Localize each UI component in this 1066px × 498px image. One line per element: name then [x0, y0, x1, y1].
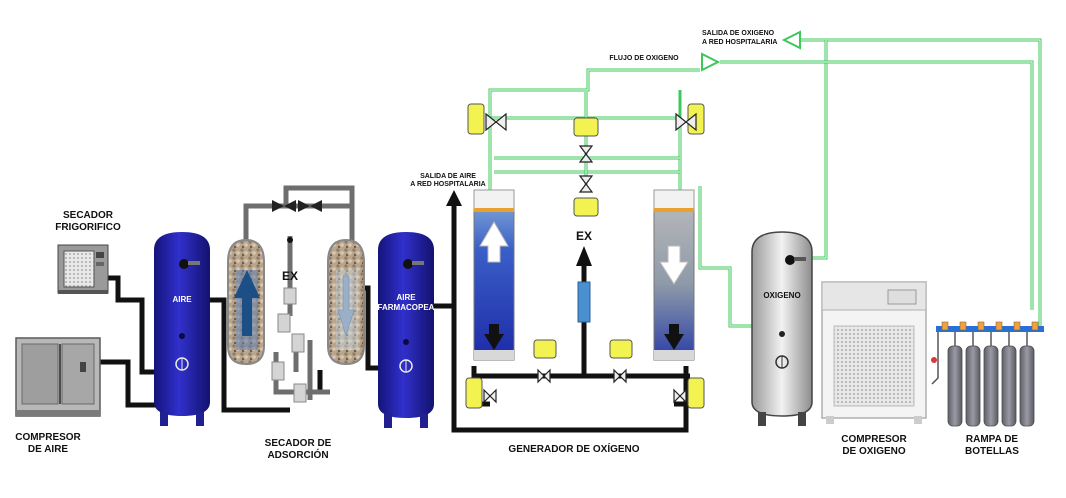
label-generador: GENERADOR DE OXÍGENO — [508, 442, 639, 455]
label-salida-oxigeno-1: SALIDA DE OXIGENO — [702, 30, 775, 37]
air-outlet-arrow — [446, 190, 462, 206]
oxygen-flow-arrow — [701, 52, 721, 72]
label-salida-aire-1: SALIDA DE AIRE — [420, 173, 476, 180]
refrigeration-dryer — [57, 244, 109, 294]
pharmacopoeia-air-tank — [378, 232, 434, 428]
bottle-ramp — [931, 321, 1044, 427]
dryer-up-arrow — [234, 270, 260, 336]
generator-exhaust-arrow — [576, 246, 592, 266]
label-tank-aire: AIRE — [172, 295, 192, 304]
label-secador-adsorcion-2: ADSORCIÓN — [267, 448, 328, 461]
label-secador-frigorifico-1: SECADOR — [63, 210, 114, 221]
label-secador-adsorcion-1: SECADOR DE — [265, 438, 332, 449]
label-compresor-aire-2: DE AIRE — [28, 444, 69, 455]
oxygen-compressor — [821, 281, 927, 424]
adsorption-dryer — [227, 200, 365, 403]
label-tank-oxigeno: OXIGENO — [763, 291, 800, 300]
label-ex-dryer: EX — [282, 269, 298, 283]
generator-up-arrow — [479, 221, 509, 263]
generator-left-down-arrow — [484, 324, 504, 350]
label-tank-farmacopea-1: AIRE — [396, 293, 416, 302]
label-compresor-aire-1: COMPRESOR — [15, 432, 81, 443]
label-salida-aire-2: A RED HOSPITALARIA — [410, 181, 485, 188]
oxygen-outlet-arrow — [781, 30, 801, 50]
air-receiver-tank — [154, 232, 210, 426]
dryer-exhaust-dot — [287, 237, 293, 243]
dryer-down-arrow — [337, 275, 355, 337]
generator-right-small-arrow — [664, 324, 684, 350]
label-rampa-1: RAMPA DE — [966, 434, 1019, 445]
label-flujo-oxigeno: FLUJO DE OXIGENO — [609, 55, 679, 62]
exhaust-silencer — [577, 281, 591, 323]
oxygen-generator — [473, 189, 695, 361]
label-ex-generator: EX — [576, 229, 592, 243]
label-compresor-oxigeno-1: COMPRESOR — [841, 434, 907, 445]
label-salida-oxigeno-2: A RED HOSPITALARIA — [702, 39, 777, 46]
label-rampa-2: BOTELLAS — [965, 446, 1019, 457]
valve-bodies — [483, 112, 697, 404]
dryer-valves — [272, 200, 322, 212]
label-tank-farmacopea-2: FARMACOPEA — [378, 303, 435, 312]
generator-right-down-arrow — [659, 245, 689, 285]
oxygen-receiver-tank — [751, 231, 813, 426]
label-compresor-oxigeno-2: DE OXIGENO — [842, 446, 906, 457]
air-compressor — [15, 337, 101, 417]
label-secador-frigorifico-2: FRIGORIFICO — [55, 222, 121, 233]
